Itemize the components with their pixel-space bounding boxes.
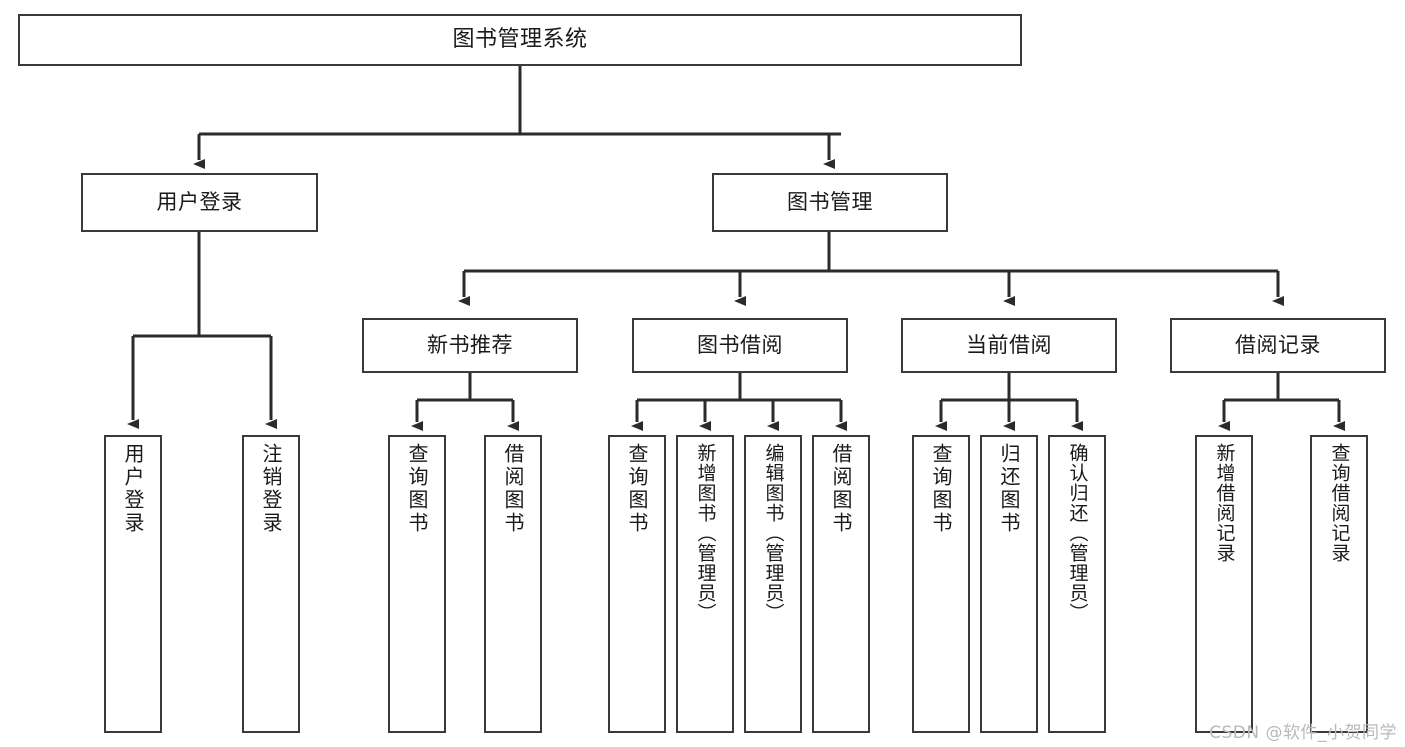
leaf-query-book-borrow[interactable]: 查询图书 — [608, 435, 666, 733]
node-label: 当前借阅 — [966, 333, 1052, 358]
node-label: 借阅图书 — [829, 443, 853, 535]
leaf-logout-login[interactable]: 注销登录 — [242, 435, 300, 733]
node-label: 图书管理 — [787, 190, 873, 215]
leaf-add-book-admin[interactable]: 新增图书（管理员） — [676, 435, 734, 733]
leaf-edit-book-admin[interactable]: 编辑图书（管理员） — [744, 435, 802, 733]
node-label: 查询图书 — [929, 443, 953, 535]
node-user-login[interactable]: 用户登录 — [81, 173, 318, 232]
node-root-library-system[interactable]: 图书管理系统 — [18, 14, 1022, 66]
leaf-user-login[interactable]: 用户登录 — [104, 435, 162, 733]
node-borrow-record[interactable]: 借阅记录 — [1170, 318, 1386, 373]
leaf-confirm-return-admin[interactable]: 确认归还（管理员） — [1048, 435, 1106, 733]
leaf-query-book-recommend[interactable]: 查询图书 — [388, 435, 446, 733]
node-label: 用户登录 — [121, 443, 145, 535]
node-label: 借阅记录 — [1235, 333, 1321, 358]
leaf-add-borrow-record[interactable]: 新增借阅记录 — [1195, 435, 1253, 733]
node-label: 查询借阅记录 — [1328, 443, 1351, 563]
node-book-borrow[interactable]: 图书借阅 — [632, 318, 848, 373]
watermark-text: CSDN @软件_小贺同学 — [1209, 723, 1397, 743]
node-label: 新增借阅记录 — [1213, 443, 1236, 563]
node-current-borrow[interactable]: 当前借阅 — [901, 318, 1117, 373]
node-book-management[interactable]: 图书管理 — [712, 173, 948, 232]
node-label: 用户登录 — [156, 190, 243, 215]
node-label: 新书推荐 — [427, 333, 513, 358]
node-label: 查询图书 — [625, 443, 649, 535]
node-new-book-recommend[interactable]: 新书推荐 — [362, 318, 578, 373]
node-label: 新增图书（管理员） — [694, 443, 717, 623]
leaf-borrow-book-recommend[interactable]: 借阅图书 — [484, 435, 542, 733]
node-label: 归还图书 — [997, 443, 1021, 535]
leaf-borrow-book[interactable]: 借阅图书 — [812, 435, 870, 733]
leaf-return-book[interactable]: 归还图书 — [980, 435, 1038, 733]
node-label: 编辑图书（管理员） — [762, 443, 785, 623]
node-label: 注销登录 — [259, 443, 283, 535]
node-label: 图书管理系统 — [452, 27, 588, 53]
leaf-query-borrow-record[interactable]: 查询借阅记录 — [1310, 435, 1368, 733]
node-label: 查询图书 — [405, 443, 429, 535]
node-label: 确认归还（管理员） — [1066, 443, 1089, 623]
node-label: 图书借阅 — [697, 333, 783, 358]
leaf-query-book-current[interactable]: 查询图书 — [912, 435, 970, 733]
node-label: 借阅图书 — [501, 443, 525, 535]
